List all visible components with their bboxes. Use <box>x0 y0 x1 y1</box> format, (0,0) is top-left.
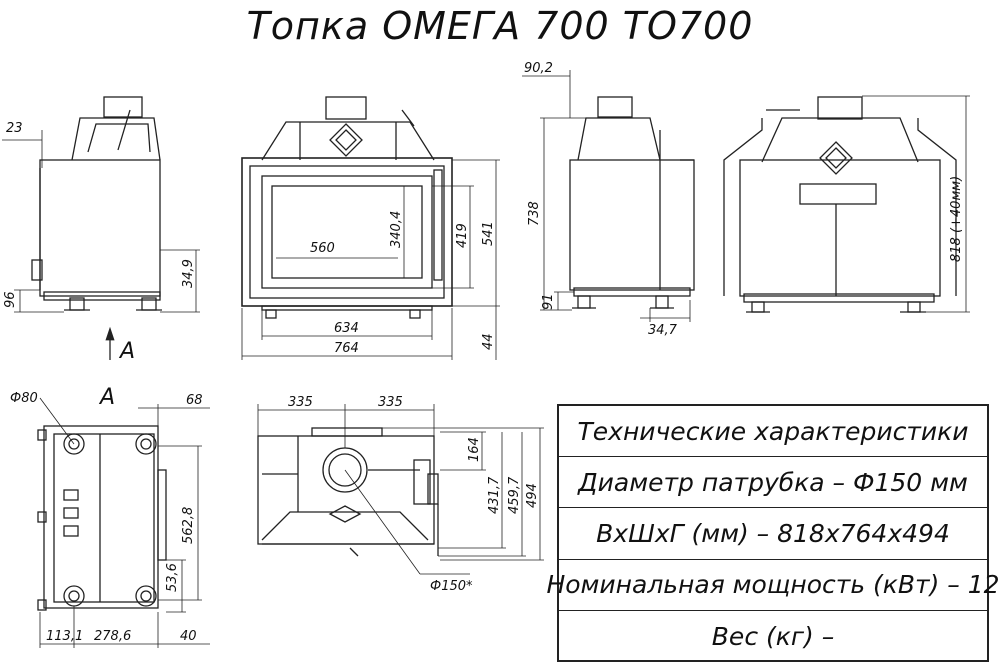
dims-view-1 <box>2 130 200 360</box>
dim-494: 494 <box>525 483 540 508</box>
spec-row-dimensions: ВхШхГ (мм) – 818х764х494 <box>559 508 987 560</box>
dim-91: 91 <box>541 293 556 310</box>
view-a-label: A <box>98 385 115 410</box>
dim-34-9: 34,9 <box>181 259 196 288</box>
dim-113-1: 113,1 <box>46 629 83 644</box>
dims-view-6 <box>257 404 544 575</box>
dim-68: 68 <box>186 393 203 408</box>
dim-f80: Ф80 <box>10 391 38 406</box>
dim-164: 164 <box>467 437 482 462</box>
spec-row-power: Номинальная мощность (кВт) – 12 <box>546 560 1000 611</box>
dim-f150: Ф150* <box>430 579 473 594</box>
rear-view <box>723 96 957 313</box>
dim-340-4: 340,4 <box>389 211 404 248</box>
dim-96: 96 <box>3 291 18 308</box>
dims-view-4 <box>862 95 970 313</box>
dim-335-right: 335 <box>378 395 403 410</box>
dim-278-6: 278,6 <box>94 629 131 644</box>
spec-row-pipe: Диаметр патрубка – Ф150 мм <box>559 457 987 509</box>
specs-header: Технические характеристики <box>559 406 987 458</box>
dim-764: 764 <box>334 341 359 356</box>
dim-53-6: 53,6 <box>165 563 180 592</box>
dim-541: 541 <box>481 221 496 246</box>
dim-818: 818 (+40мм) <box>949 176 964 262</box>
spec-row-weight: Вес (кг) – <box>711 621 835 651</box>
dim-44: 44 <box>481 333 496 350</box>
dim-419: 419 <box>455 223 470 248</box>
dim-634: 634 <box>334 321 359 336</box>
dims-view-5 <box>39 397 210 648</box>
side-view-right <box>569 96 695 309</box>
dim-34-7: 34,7 <box>648 323 678 338</box>
dim-459-7: 459,7 <box>507 476 522 514</box>
dims-view-2 <box>241 159 500 360</box>
dim-40: 40 <box>180 629 197 644</box>
drawing-title: Топка ОМЕГА 700 ТО700 <box>246 4 754 48</box>
top-view-a <box>37 425 167 611</box>
specs-table: Технические характеристики Диаметр патру… <box>546 404 1000 662</box>
dims-view-3 <box>522 70 691 322</box>
dim-23: 23 <box>6 121 23 136</box>
dim-560: 560 <box>310 241 335 256</box>
dim-738: 738 <box>527 201 542 226</box>
dim-431-7: 431,7 <box>487 476 502 514</box>
plan-view <box>257 427 439 557</box>
dim-90-2: 90,2 <box>524 61 553 76</box>
front-view <box>241 96 453 319</box>
view-arrow-a-label: A <box>118 339 135 364</box>
dim-562-8: 562,8 <box>181 507 196 544</box>
side-view-left <box>31 96 162 311</box>
dim-335-left: 335 <box>288 395 313 410</box>
